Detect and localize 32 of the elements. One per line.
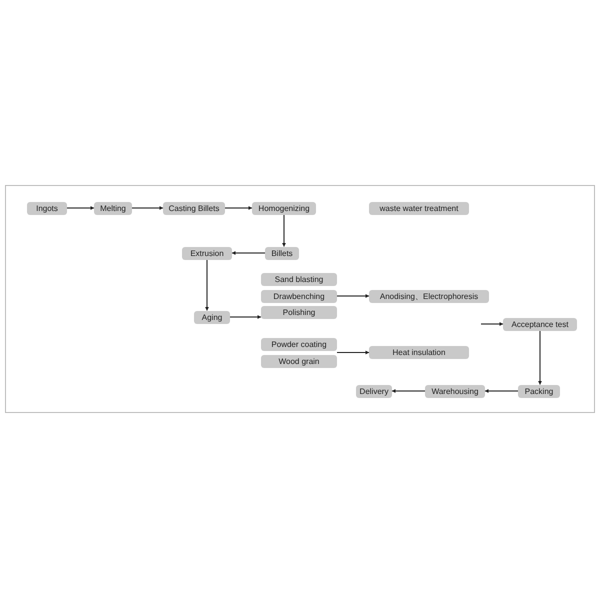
- process-box: Drawbenching: [261, 290, 337, 302]
- process-box: Powder coating: [261, 338, 337, 350]
- process-box: Sand blasting: [261, 272, 337, 286]
- arrow: [224, 206, 252, 210]
- process-box: Acceptance test: [503, 318, 577, 330]
- arrow: [66, 206, 94, 210]
- process-box: Polishing: [261, 306, 337, 318]
- process-box: Melting: [94, 202, 132, 214]
- arrow: [132, 206, 164, 210]
- process-box: Wood grain: [261, 354, 337, 368]
- arrow: [336, 350, 370, 354]
- process-box: Extrusion: [182, 246, 232, 260]
- process-box: Delivery: [356, 384, 392, 398]
- process-box: Packing: [518, 384, 560, 398]
- process-box: Ingots: [27, 202, 67, 214]
- arrow: [480, 322, 504, 326]
- process-box: waste water treatment: [369, 202, 469, 214]
- arrow: [538, 330, 542, 385]
- process-box: Billets: [265, 246, 299, 260]
- process-box: Warehousing: [425, 384, 485, 398]
- arrow: [484, 389, 518, 393]
- arrow: [282, 214, 286, 247]
- process-box: Casting Billets: [163, 202, 225, 214]
- arrow: [392, 389, 426, 393]
- arrow: [205, 259, 209, 311]
- process-box: Anodising、Electrophoresis: [369, 290, 489, 302]
- process-box: Heat insulation: [369, 346, 469, 358]
- arrow: [230, 315, 262, 319]
- arrow: [336, 294, 370, 298]
- process-box: Homogenizing: [252, 202, 316, 214]
- process-box: Aging: [194, 310, 230, 324]
- arrow: [232, 251, 266, 255]
